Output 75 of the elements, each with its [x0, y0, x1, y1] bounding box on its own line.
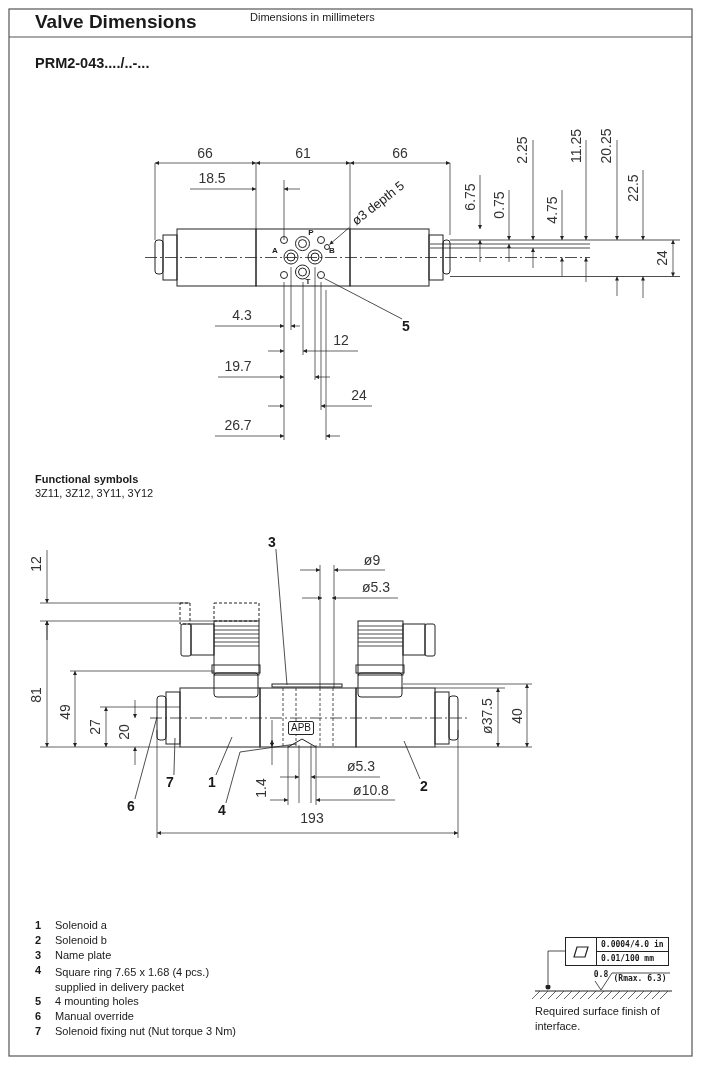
dimension-value: 19.7	[224, 359, 252, 373]
key-number: 1	[35, 920, 42, 931]
subtitle: Dimensions in millimeters	[250, 12, 375, 23]
dimension-value: 20	[117, 724, 131, 740]
dimension-value: 193	[300, 811, 324, 825]
tolerance-frame	[565, 937, 669, 966]
key-text: Solenoid fixing nut (Nut torque 3 Nm)	[55, 1026, 236, 1037]
dimension-value: 1.4	[254, 778, 268, 798]
dimension-value: 81	[29, 687, 43, 703]
leader-line	[173, 737, 176, 776]
dimension-value: 61	[295, 146, 311, 160]
roughness-value: (Rmax. 6.3)	[613, 975, 667, 983]
model-code: PRM2-043..../..-...	[35, 56, 150, 71]
key-text: Solenoid a	[55, 920, 107, 931]
dimension-value: 26.7	[224, 418, 252, 432]
key-number: 4	[35, 965, 42, 976]
dimension-value: 4.75	[545, 196, 559, 224]
dimension-value: 40	[510, 708, 524, 724]
key-number: 6	[35, 1011, 42, 1022]
port-letter: A	[272, 247, 278, 255]
dimension-value: 12	[333, 333, 349, 347]
port-letter: B	[329, 247, 335, 255]
dimension-value: 22.5	[626, 174, 640, 202]
dimension-value: 24	[655, 250, 669, 266]
page-title: Valve Dimensions	[35, 12, 197, 31]
callout-number: 3	[268, 535, 276, 549]
symbol-codes: 3Z11, 3Z12, 3Y11, 3Y12	[35, 488, 154, 499]
key-text: 4 mounting holes	[55, 996, 139, 1007]
callout-number: 4	[218, 803, 226, 817]
dimension-value: 11.25	[569, 129, 583, 163]
leader-line	[134, 716, 158, 800]
callout-number: 1	[208, 775, 216, 789]
key-number: 2	[35, 935, 42, 946]
dimension-value: ø10.8	[353, 783, 389, 797]
dimension-value: ø5.3	[347, 759, 375, 773]
dimension-value: 0.75	[492, 191, 506, 219]
callout-number: 5	[402, 319, 410, 333]
key-text: Solenoid b	[55, 935, 107, 946]
leader-line	[324, 278, 403, 320]
callout-number: 6	[127, 799, 135, 813]
dimension-value: ø5.3	[362, 580, 390, 594]
dimension-value: 66	[392, 146, 408, 160]
key-number: 5	[35, 996, 42, 1007]
tolerance-value: 0.0004/4.0 in	[600, 938, 665, 951]
leader-line	[215, 736, 233, 776]
mounting-hole	[317, 271, 325, 279]
key-number: 7	[35, 1026, 42, 1037]
callout-number: 2	[420, 779, 428, 793]
tolerance-value: 0.01/100 mm	[597, 951, 668, 965]
key-text: Manual override	[55, 1011, 134, 1022]
dimension-value: ø9	[363, 553, 381, 567]
pin-hole	[324, 244, 330, 250]
note-text: Required surface finish of interface.	[535, 1004, 661, 1034]
key-text: Square ring 7.65 x 1.68 (4 pcs.) supplied in delivery packet	[55, 965, 211, 995]
dimension-value: 18.5	[198, 171, 226, 185]
leader-line	[403, 740, 421, 780]
callout-number: 7	[166, 775, 174, 789]
dimension-value: ø37.5	[480, 698, 494, 734]
section-heading: Functional symbols	[35, 474, 139, 485]
key-number: 3	[35, 950, 42, 961]
dimension-value: 20.25	[599, 128, 613, 164]
dimension-value: 4.3	[232, 308, 252, 322]
dimension-value: 6.75	[463, 183, 477, 211]
key-text: Name plate	[55, 950, 112, 961]
leader-line	[225, 743, 297, 804]
leader-line	[275, 548, 288, 686]
dimension-value: 24	[351, 388, 367, 402]
dimension-value: 2.25	[515, 136, 529, 164]
dimension-value: 12	[29, 556, 43, 572]
dimension-value: 49	[58, 704, 72, 720]
dimension-value: 27	[88, 719, 102, 735]
port-letter: T	[305, 278, 311, 286]
name-plate-marking: APB	[288, 721, 314, 735]
port-letter: P	[308, 229, 314, 237]
dimension-value: 66	[197, 146, 213, 160]
